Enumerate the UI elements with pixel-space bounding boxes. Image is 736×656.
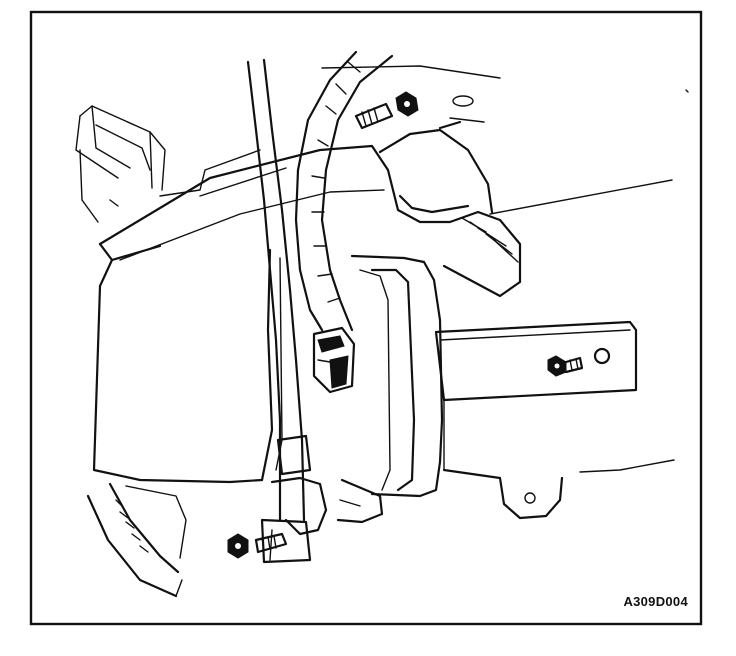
figure-code-label: A309D004 (623, 594, 688, 609)
upper-bolt (354, 91, 419, 130)
electrical-connector (312, 326, 356, 394)
lower-bolt (227, 532, 288, 559)
diagram-frame (29, 10, 703, 626)
wiring-harness (246, 50, 394, 522)
mounting-bracket (434, 320, 638, 520)
vehicle-body-lines (75, 65, 689, 473)
harness-clamp (260, 434, 328, 564)
bracket-bolt (547, 355, 584, 377)
reservoir-body (92, 120, 522, 524)
lower-hose (86, 482, 187, 598)
